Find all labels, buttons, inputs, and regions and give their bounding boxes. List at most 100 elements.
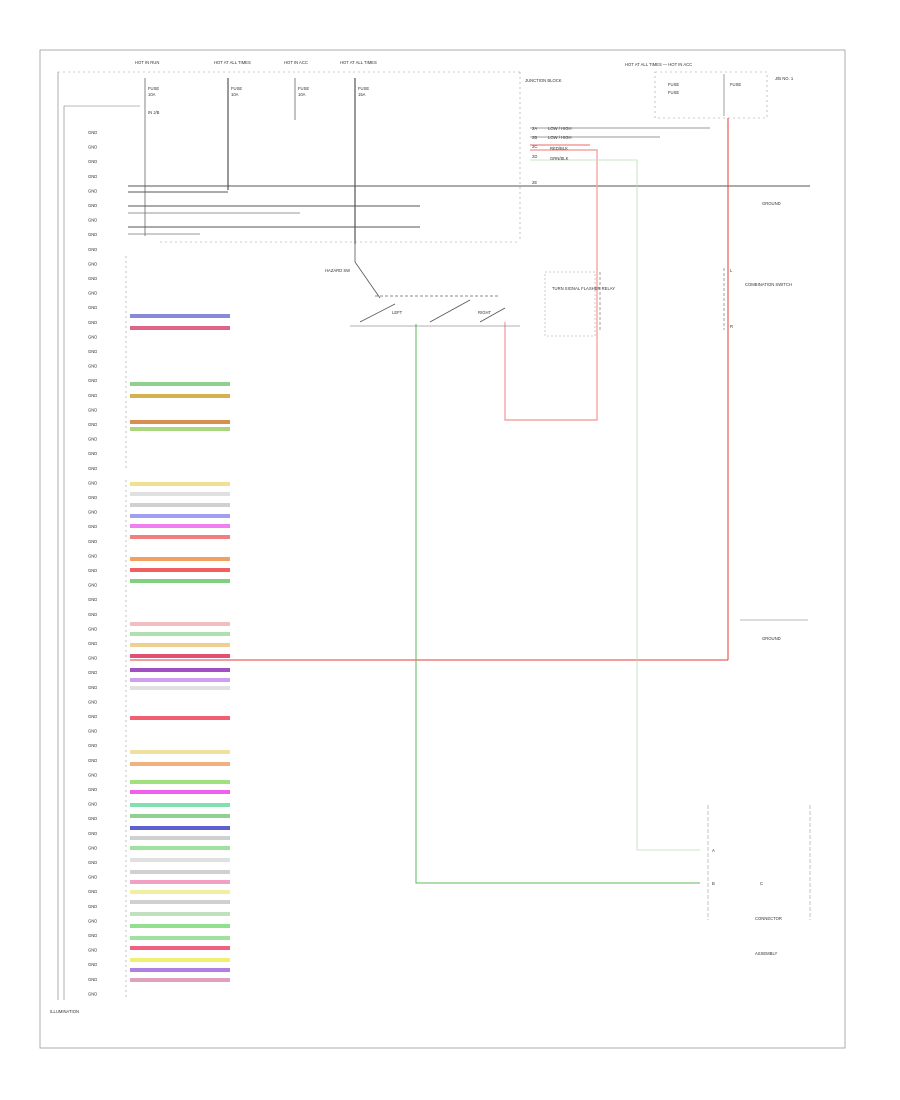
wire-strip: [130, 524, 230, 528]
wire-strip: [130, 427, 230, 431]
connector-pin: C: [760, 881, 763, 886]
left-row-label: GND: [88, 714, 97, 719]
wire-strip: [130, 803, 230, 807]
left-row-label: GND: [88, 568, 97, 573]
wire-strip: [130, 836, 230, 840]
left-row-label: GND: [88, 553, 97, 558]
wire-strip: [130, 968, 230, 972]
wire-strip: [130, 557, 230, 561]
wire-strip: [130, 900, 230, 904]
power-fuse-name: FUSE: [668, 82, 679, 87]
wire-strip: [130, 654, 230, 658]
contact-label: RIGHT: [478, 310, 491, 315]
left-row-label: GND: [88, 437, 97, 442]
jb-pin: 2C: [532, 144, 537, 149]
wire-strip: [130, 394, 230, 398]
switch-arm: [429, 299, 471, 323]
fuse-label: HOT AT ALL TIMES: [340, 60, 377, 65]
wire-strip: [130, 579, 230, 583]
fuse-amp: 15A: [358, 92, 366, 97]
wire-strip: [130, 420, 230, 424]
wire-strip: [130, 482, 230, 486]
left-row-label: GND: [88, 583, 97, 588]
left-row-label: GND: [88, 670, 97, 675]
left-row-label: GND: [88, 948, 97, 953]
left-row-label: GND: [88, 480, 97, 485]
left-row-label: GND: [88, 918, 97, 923]
left-row-label: GND: [88, 276, 97, 281]
fuse-name: FUSE: [231, 86, 242, 91]
relay-label: TURN SIGNAL FLASHER RELAY: [552, 286, 615, 291]
left-row-label: GND: [88, 407, 97, 412]
power-box: [654, 71, 768, 119]
left-row-label: GND: [88, 393, 97, 398]
left-row-label: GND: [88, 334, 97, 339]
left-row-label: GND: [88, 305, 97, 310]
wire-color-label: GRN/BLK: [550, 156, 569, 161]
wire-strip: [130, 978, 230, 982]
wire-strip: [130, 880, 230, 884]
wire-strip: [130, 632, 230, 636]
jb-pin-text: LOW / HIGH: [548, 126, 572, 131]
left-row-label: GND: [88, 451, 97, 456]
switch-label: HAZARD SW: [325, 268, 350, 273]
fuse-label: HOT IN RUN: [135, 60, 159, 65]
wire-color-label: RED/BLK: [550, 146, 568, 151]
left-row-label: GND: [88, 860, 97, 865]
left-row-label: GND: [88, 495, 97, 500]
jb-pin: 2B: [532, 135, 537, 140]
wire-strip: [130, 514, 230, 518]
wire-strip: [130, 912, 230, 916]
left-row-label: GND: [88, 320, 97, 325]
wire-strip: [130, 762, 230, 766]
switch-arm: [354, 261, 381, 299]
left-row-label: GND: [88, 364, 97, 369]
left-row-label: GND: [88, 831, 97, 836]
wire-color-strips: [130, 314, 230, 982]
left-row-label: GND: [88, 816, 97, 821]
wire-strip: [130, 668, 230, 672]
left-row-label: GND: [88, 291, 97, 296]
left-row-label: GND: [88, 699, 97, 704]
fuse-amp: 10A: [148, 92, 156, 97]
left-row-label: GND: [88, 758, 97, 763]
fuse-name: FUSE: [358, 86, 369, 91]
jb-pin: 2D: [532, 154, 537, 159]
wire-strip: [130, 846, 230, 850]
wire-strip: [130, 503, 230, 507]
jb-box-label: JUNCTION BLOCK: [525, 78, 562, 83]
left-row-label: GND: [88, 524, 97, 529]
connector-note: ASSEMBLY: [755, 951, 777, 956]
left-row-label: GND: [88, 933, 97, 938]
fuse-amp: 10A: [231, 92, 239, 97]
wire-strip: [130, 870, 230, 874]
wire-strip: [130, 858, 230, 862]
left-row-label: GND: [88, 130, 97, 135]
left-row-label: GND: [88, 977, 97, 982]
wire-strip: [130, 686, 230, 690]
left-row-label: GND: [88, 802, 97, 807]
left-row-label: GND: [88, 685, 97, 690]
left-row-label: GND: [88, 962, 97, 967]
left-row-label: GND: [88, 510, 97, 515]
left-row-label: GND: [88, 904, 97, 909]
left-row-label: GND: [88, 378, 97, 383]
contact-label: LEFT: [392, 310, 403, 315]
wire-strip: [130, 946, 230, 950]
wire-strip: [130, 780, 230, 784]
connector-pin: A: [712, 848, 715, 853]
left-row-label: GND: [88, 422, 97, 427]
power-fuse-name: FUSE: [730, 82, 741, 87]
left-row-label: GND: [88, 466, 97, 471]
bottom-label: ILLUMINATION: [50, 1009, 79, 1014]
combo-switch-label: COMBINATION SWITCH: [745, 282, 792, 287]
wire-strip: [130, 326, 230, 330]
left-row-label: GND: [88, 772, 97, 777]
switch-arm: [359, 303, 396, 323]
left-row-label: GND: [88, 889, 97, 894]
jb-pin-text: LOW / HIGH: [548, 135, 572, 140]
left-row-label: GND: [88, 641, 97, 646]
left-row-label: GND: [88, 203, 97, 208]
left-row-label: GND: [88, 597, 97, 602]
ground-label: GROUND: [762, 636, 781, 641]
